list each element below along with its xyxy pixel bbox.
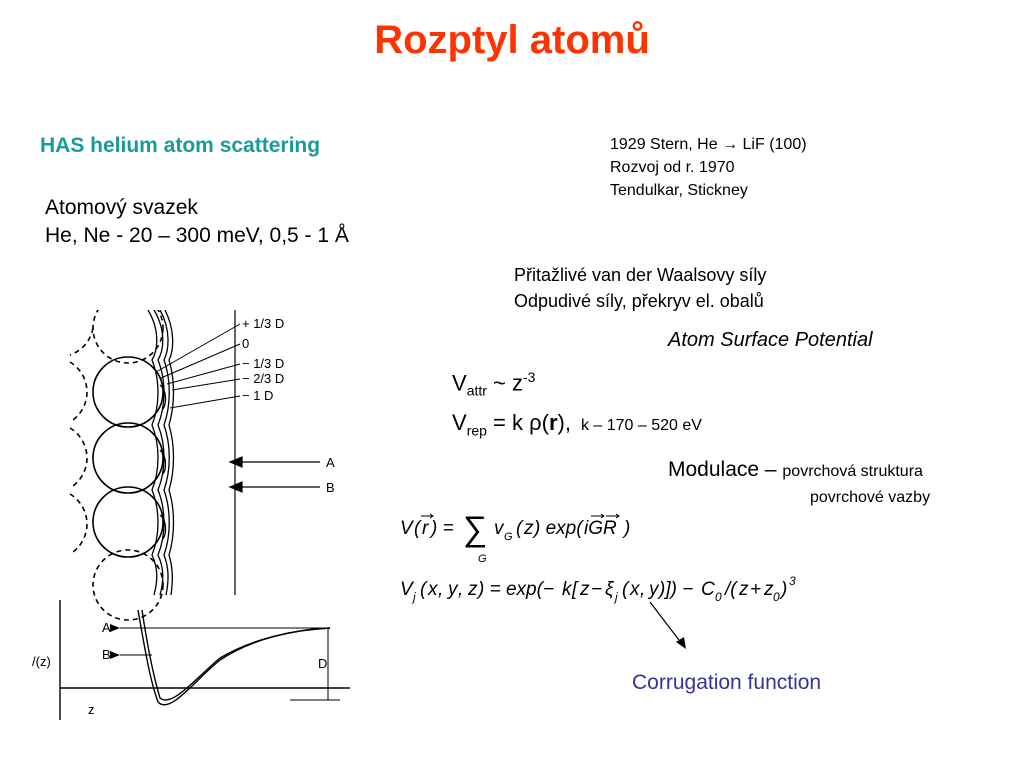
svg-text:3: 3 bbox=[789, 575, 796, 588]
svg-text:z: z bbox=[467, 579, 478, 600]
beam-label-b: B bbox=[326, 480, 335, 495]
contour-label-group: + 1/3 D 0 − 1/3 D − 2/3 D − 1 D bbox=[242, 316, 284, 403]
equipotential-contours bbox=[147, 310, 175, 596]
history-line: Tendulkar, Stickney bbox=[610, 182, 748, 199]
svg-text:k: k bbox=[562, 579, 573, 600]
slide-title: Rozptyl atomů bbox=[374, 18, 650, 62]
svg-text:): ) bbox=[622, 518, 630, 539]
svg-text:V: V bbox=[400, 518, 415, 539]
svg-text:,: , bbox=[438, 579, 443, 600]
svg-text:z: z bbox=[523, 518, 534, 539]
equation-fourier: V ( r ) = ∑ G v G ( z ) exp( iGR ) bbox=[398, 510, 698, 573]
potential-heading: Atom Surface Potential bbox=[668, 329, 873, 351]
contour-label: + 1/3 D bbox=[242, 316, 284, 331]
subtitle: HAS helium atom scattering bbox=[40, 134, 321, 157]
svg-text:): ) bbox=[779, 579, 787, 600]
svg-text:v: v bbox=[494, 518, 505, 539]
svg-text:iGR: iGR bbox=[584, 518, 617, 539]
equation-corrugation-svg: V j ( x , y , z ) = exp(− k [ z − ξ j ( … bbox=[400, 574, 796, 604]
forces-line: Odpudivé síly, překryv el. obalů bbox=[514, 291, 764, 311]
forces-info: Přitažlivé van der Waalsovy síly Odpudiv… bbox=[514, 262, 766, 314]
modulace-detail: povrchové vazby bbox=[810, 489, 931, 506]
svg-text:∑: ∑ bbox=[462, 512, 486, 548]
svg-text:x: x bbox=[427, 579, 439, 600]
svg-text:,: , bbox=[458, 579, 463, 600]
svg-text:/(: /( bbox=[723, 579, 738, 600]
svg-text:y: y bbox=[647, 579, 660, 600]
plot-label-a: A bbox=[102, 620, 111, 635]
svg-text:0: 0 bbox=[715, 590, 722, 604]
contour-label: − 1 D bbox=[242, 388, 273, 403]
beam-line: Atomový svazek bbox=[45, 196, 198, 219]
svg-text:z: z bbox=[579, 579, 590, 600]
svg-text:(: ( bbox=[420, 579, 428, 600]
svg-text:(: ( bbox=[622, 579, 630, 600]
arrow-b bbox=[110, 651, 120, 659]
incoming-beams bbox=[228, 456, 320, 493]
forces-line: Přitažlivé van der Waalsovy síly bbox=[514, 265, 767, 285]
contour-label: − 1/3 D bbox=[242, 356, 284, 371]
svg-text:G: G bbox=[504, 531, 513, 543]
arrow-a bbox=[110, 624, 120, 632]
label-pointers bbox=[155, 323, 241, 409]
svg-text:ξ: ξ bbox=[605, 579, 615, 600]
plot-label-z: z bbox=[88, 702, 95, 717]
surface-atoms bbox=[69, 310, 164, 621]
modulace: Modulace – povrchová struktura bbox=[668, 458, 923, 481]
energy-range: k – 170 – 520 eV bbox=[580, 417, 702, 434]
svg-text:) =: ) = bbox=[429, 518, 454, 539]
corrugation-label: Corrugation function bbox=[632, 671, 822, 694]
svg-text:) exp(: ) exp( bbox=[532, 518, 584, 539]
svg-text:j: j bbox=[411, 590, 416, 604]
svg-text:0: 0 bbox=[773, 590, 780, 604]
svg-text:−: − bbox=[591, 579, 602, 600]
contour-label: 0 bbox=[242, 336, 249, 351]
history-line: 1929 Stern, He → LiF (100) bbox=[610, 136, 807, 153]
corrugation-arrow bbox=[649, 601, 686, 649]
svg-text:V: V bbox=[400, 579, 415, 600]
contour-label: − 2/3 D bbox=[242, 371, 284, 386]
svg-text:(: ( bbox=[516, 518, 524, 539]
v-rep-formula: Vrep = k ρ(r),k – 170 – 520 eV bbox=[452, 410, 702, 439]
svg-text:z: z bbox=[763, 579, 774, 600]
svg-text:r: r bbox=[422, 518, 429, 539]
plot-label-d: D bbox=[318, 656, 327, 671]
beam-label-a: A bbox=[326, 455, 335, 470]
svg-text:)]) −: )]) − bbox=[657, 579, 693, 600]
svg-text:+: + bbox=[750, 579, 761, 600]
svg-text:,: , bbox=[640, 579, 645, 600]
svg-text:j: j bbox=[613, 590, 618, 604]
beam-line: He, Ne - 20 – 300 meV, 0,5 - 1 Å bbox=[45, 224, 349, 247]
svg-text:z: z bbox=[738, 579, 749, 600]
v-attr-formula: Vattr ~ z-3 bbox=[452, 369, 536, 399]
svg-text:[: [ bbox=[571, 579, 579, 600]
svg-text:) = exp(−: ) = exp(− bbox=[476, 579, 554, 600]
plot-label-vz: /(z) bbox=[32, 654, 51, 669]
history-notes: 1929 Stern, He → LiF (100) Rozvoj od r. … bbox=[610, 133, 807, 202]
history-line: Rozvoj od r. 1970 bbox=[610, 159, 735, 176]
plot-label-b: B bbox=[102, 647, 111, 662]
beam-info: Atomový svazek He, Ne - 20 – 300 meV, 0,… bbox=[45, 194, 349, 250]
svg-text:y: y bbox=[446, 579, 459, 600]
scattering-figure: + 1/3 D 0 − 1/3 D − 2/3 D − 1 D A B A B … bbox=[32, 310, 350, 720]
equation-corrugation: V j ( x , y , z ) = exp(− k [ z − ξ j ( … bbox=[398, 574, 838, 613]
potential-plot bbox=[59, 600, 350, 720]
svg-text:(: ( bbox=[414, 518, 422, 539]
svg-text:x: x bbox=[629, 579, 641, 600]
svg-text:G: G bbox=[478, 553, 487, 565]
equation-fourier-svg: V ( r ) = ∑ G v G ( z ) exp( iGR ) bbox=[400, 510, 630, 565]
svg-text:C: C bbox=[701, 579, 715, 600]
